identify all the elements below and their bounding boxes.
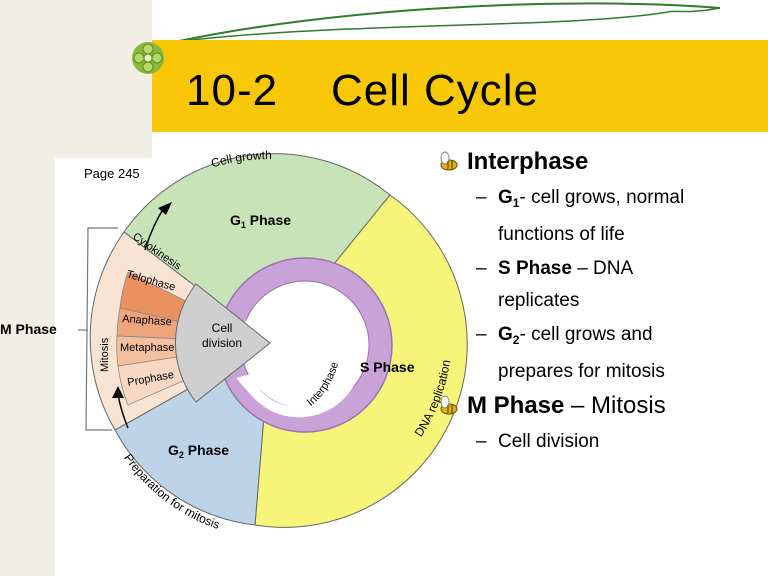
cell-division-wedge <box>174 283 271 403</box>
cell-division-label-line2: division <box>202 336 242 350</box>
g2-text: - cell grows and <box>519 324 653 345</box>
s-label: S Phase <box>498 258 572 279</box>
g1-text-line2: functions of life <box>498 224 625 245</box>
dash: – <box>476 258 487 279</box>
s-text: – DNA <box>571 258 634 279</box>
g1-label: G <box>498 187 513 208</box>
g1-text: - cell grows, normal <box>519 187 685 208</box>
s-text-line2: replicates <box>498 290 580 311</box>
g2-subscript: 2 <box>512 333 520 347</box>
anaphase-label: Anaphase <box>122 313 172 328</box>
bullet-m-phase: M Phase – Mitosis <box>430 390 768 422</box>
bee-bullet-icon <box>440 395 458 415</box>
decorative-swoosh <box>139 2 721 51</box>
flower-ornament-icon <box>132 42 164 74</box>
metaphase-label: Metaphase <box>120 342 174 354</box>
dash: – <box>476 187 487 208</box>
bullet-g1: – G1- cell grows, normal <box>430 182 768 219</box>
interphase-arrow-icon <box>238 291 363 418</box>
prep-arrowhead-icon <box>112 386 124 398</box>
growth-arrowhead-icon <box>158 202 172 215</box>
interphase-heading: Interphase <box>467 148 589 175</box>
bullet-list: Interphase – G1- cell grows, normal func… <box>430 146 768 458</box>
cell-division-label-line1: Cell <box>212 321 233 335</box>
dash: – <box>476 324 487 345</box>
m-phase-bracket <box>85 227 118 431</box>
m-phase-text: – Mitosis <box>564 392 666 419</box>
bee-bullet-icon <box>440 151 458 171</box>
g1-phase-label: G1 Phase <box>230 212 291 230</box>
m-phase-heading: M Phase <box>467 392 565 419</box>
bullet-g2: – G2- cell grows and <box>430 319 768 356</box>
g2-text-line2: prepares for mitosis <box>498 361 665 382</box>
bullet-interphase: Interphase <box>430 146 768 178</box>
dash: – <box>476 431 487 452</box>
bullet-s-cont: replicates <box>430 285 768 317</box>
title-bar <box>152 40 768 132</box>
bullet-cell-division: – Cell division <box>430 426 768 458</box>
g1-subscript: 1 <box>512 196 520 210</box>
mitosis-label: Mitosis <box>99 337 111 372</box>
bullet-s: – S Phase – DNA <box>430 253 768 285</box>
g2-label: G <box>498 324 513 345</box>
slide-title: 10-2 Cell Cycle <box>186 66 540 115</box>
g1-phase-sector <box>123 153 391 344</box>
cell-division-text: Cell division <box>498 431 600 452</box>
s-phase-label: S Phase <box>360 359 415 375</box>
g2-phase-label: G2 Phase <box>168 442 229 460</box>
bullet-g1-cont: functions of life <box>430 219 768 251</box>
interphase-arrowhead-icon <box>236 372 258 394</box>
page-reference: Page 245 <box>84 166 140 181</box>
bullet-g2-cont: prepares for mitosis <box>430 356 768 388</box>
m-phase-diagram-label: M Phase <box>0 321 57 337</box>
